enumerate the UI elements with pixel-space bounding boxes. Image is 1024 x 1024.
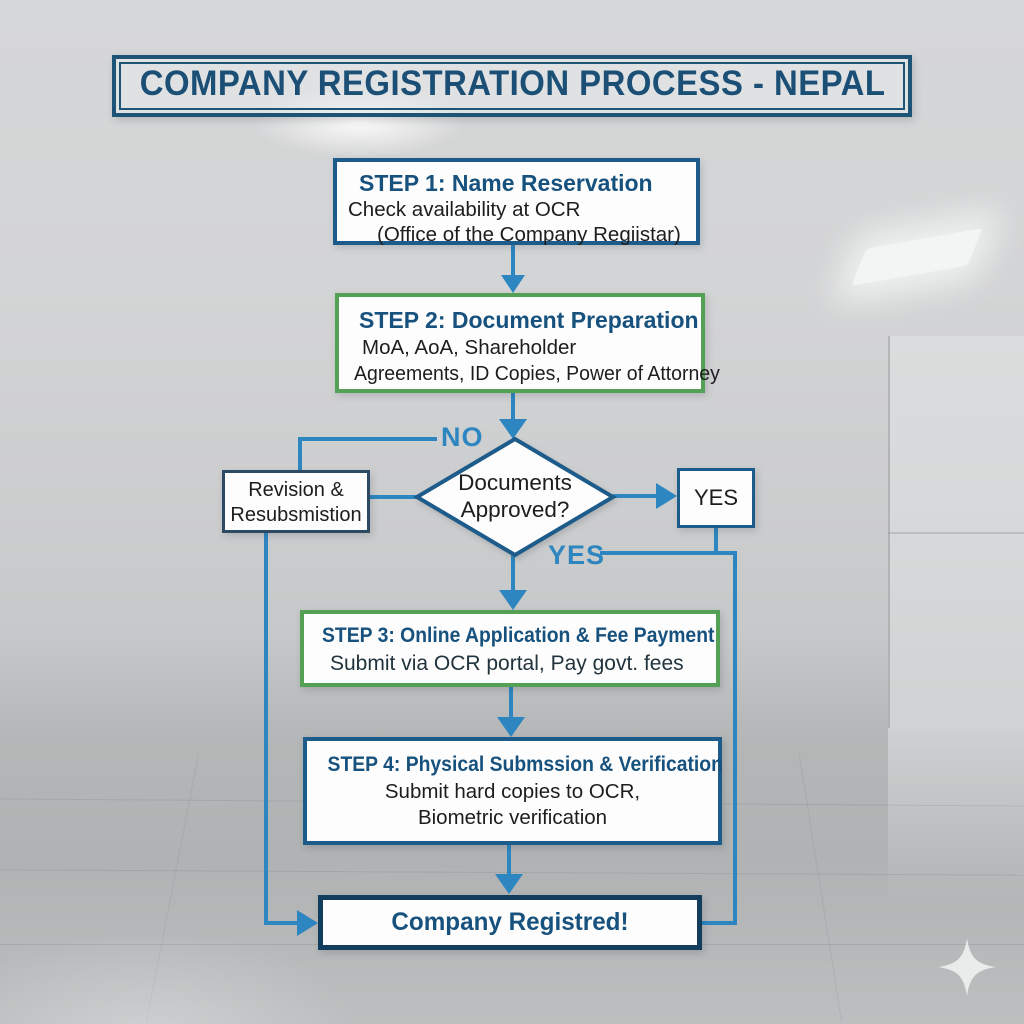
window-panel	[888, 336, 1024, 728]
step1-line: (Office of the Company Regiistar)	[377, 223, 681, 246]
node-yes: YES	[677, 468, 755, 528]
arrowhead-step3	[499, 590, 527, 610]
title-inner-frame	[119, 62, 905, 110]
edge-right-vertical	[733, 551, 737, 925]
window-floor-reflection	[888, 728, 1024, 908]
revision-line: Revision &	[248, 479, 344, 501]
step3-heading: STEP 3: Online Application & Fee Payment	[322, 623, 715, 647]
edge-step1-step2	[511, 245, 515, 277]
edge-yesbox-stub	[714, 528, 718, 555]
step4-line: Submit hard copies to OCR,	[384, 780, 641, 803]
edge-no-vertical	[298, 437, 302, 470]
ceiling-seam	[706, 129, 1024, 231]
step2-line: Agreements, ID Copies, Power of Attorney	[354, 362, 720, 385]
arrowhead-final-left	[297, 910, 318, 936]
final-label: Company Registred!	[391, 908, 629, 936]
edge-left-vertical	[264, 533, 268, 925]
edge-no-horizontal	[300, 437, 437, 441]
page-title: COMPANY REGISTRATION PROCESS - NEPAL	[139, 64, 886, 103]
sparkle-icon	[938, 938, 996, 996]
step3-line: Submit via OCR portal, Pay govt. fees	[330, 652, 684, 675]
node-step4-physical-submission: STEP 4: Physical Submssion & Verificatio…	[303, 737, 723, 845]
edge-decision-yesbox	[613, 494, 658, 498]
node-revision-resubmission: Revision & Resubsmistion	[222, 470, 370, 533]
node-step3-online-application: STEP 3: Online Application & Fee Payment…	[300, 610, 720, 687]
arrowhead-step4	[497, 717, 525, 737]
arrowhead-final-top	[495, 874, 523, 894]
step2-line: MoA, AoA, Shareholder	[362, 336, 577, 359]
decision-line: Documents	[458, 470, 572, 495]
arrowhead-yesbox	[656, 483, 677, 509]
step2-heading: STEP 2: Document Preparation	[359, 307, 699, 333]
title-box: COMPANY REGISTRATION PROCESS - NEPAL	[112, 55, 912, 117]
decision-line: Approved?	[460, 497, 570, 522]
revision-line: Resubsmistion	[230, 504, 362, 526]
edge-right-into-final	[702, 921, 737, 925]
yes-box-label: YES	[693, 485, 739, 510]
window-seam	[888, 532, 1024, 534]
edge-revision-decision	[370, 495, 418, 499]
floor-light-patch	[0, 930, 360, 1024]
ceiling-light	[851, 228, 983, 286]
arrowhead-decision	[499, 419, 527, 439]
step1-heading: STEP 1: Name Reservation	[359, 170, 653, 196]
step4-heading: STEP 4: Physical Submssion & Verificatio…	[327, 752, 723, 776]
edge-step3-step4	[509, 687, 513, 719]
floor-tile-seam	[798, 753, 843, 1023]
step1-line: Check availability at OCR	[348, 198, 581, 221]
edge-label-no: NO	[441, 422, 484, 452]
edge-yes-horizontal	[600, 551, 737, 555]
node-step1-name-reservation: STEP 1: Name Reservation Check availabil…	[333, 158, 700, 246]
edge-step4-final	[507, 845, 511, 876]
arrowhead-step2	[501, 275, 525, 293]
decision-diamond	[413, 436, 617, 558]
step4-line: Biometric verification	[417, 806, 608, 829]
decision-text: Documents Approved?	[437, 469, 593, 523]
edge-step2-decision	[511, 393, 515, 421]
node-step2-document-preparation: STEP 2: Document Preparation MoA, AoA, S…	[335, 293, 720, 393]
edge-decision-step3	[511, 553, 515, 594]
edge-left-bottom	[264, 921, 300, 925]
edge-label-yes: YES	[548, 540, 606, 570]
node-company-registered: Company Registred!	[318, 895, 702, 950]
